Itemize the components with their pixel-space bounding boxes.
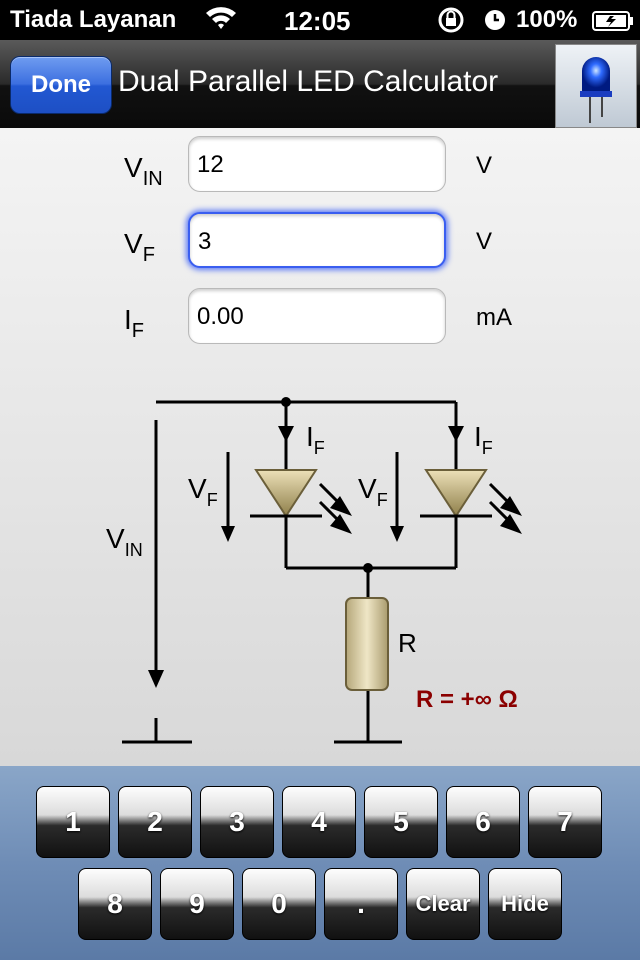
battery-icon [592, 10, 634, 38]
clock: 12:05 [284, 6, 351, 36]
diagram-vin-label: VIN [106, 523, 143, 560]
led-symbol-2 [420, 469, 522, 534]
resistor-symbol [345, 597, 389, 691]
key-4[interactable]: 4 [282, 786, 356, 858]
key-9[interactable]: 9 [160, 868, 234, 940]
vin-unit: V [476, 152, 493, 179]
vin-input[interactable]: 12 [188, 136, 446, 192]
battery-percent: 100% [516, 6, 578, 33]
numeric-keypad: 1 2 3 4 5 6 7 8 9 0 . Clear Hide [0, 766, 640, 960]
navigation-bar: Done Dual Parallel LED Calculator [0, 40, 640, 129]
done-button[interactable]: Done [10, 56, 112, 114]
key-3[interactable]: 3 [200, 786, 274, 858]
page-title: Dual Parallel LED Calculator [118, 65, 499, 98]
led-symbol-1 [250, 469, 352, 534]
key-0[interactable]: 0 [242, 868, 316, 940]
led-icon[interactable] [555, 44, 637, 128]
vf-unit: V [476, 228, 493, 255]
carrier-label: Tiada Layanan [10, 6, 177, 33]
rotation-lock-icon [436, 6, 466, 41]
vf-label: VF [124, 228, 155, 266]
vin-label: VIN [124, 152, 163, 190]
clear-button[interactable]: Clear [406, 868, 480, 940]
resistance-result: R = +∞ Ω [416, 686, 518, 713]
calculator-form: VIN 12 V VF 3 V IF 0.00 mA [0, 128, 640, 766]
vf-input[interactable]: 3 [188, 212, 446, 268]
key-8[interactable]: 8 [78, 868, 152, 940]
key-7[interactable]: 7 [528, 786, 602, 858]
key-decimal[interactable]: . [324, 868, 398, 940]
if-input[interactable]: 0.00 [188, 288, 446, 344]
circuit-diagram: VIN VF VF IF IF R [106, 397, 522, 744]
status-bar: Tiada Layanan 12:05 100% [0, 0, 640, 40]
if-unit: mA [476, 304, 512, 331]
key-1[interactable]: 1 [36, 786, 110, 858]
key-2[interactable]: 2 [118, 786, 192, 858]
diagram-vf-label-1: VF [188, 473, 218, 510]
wifi-icon [204, 4, 238, 37]
diagram-r-label: R [398, 628, 417, 658]
diagram-if-label-2: IF [474, 421, 493, 458]
diagram-vf-label-2: VF [358, 473, 388, 510]
key-6[interactable]: 6 [446, 786, 520, 858]
diagram-if-label-1: IF [306, 421, 325, 458]
alarm-icon [483, 8, 507, 39]
if-label: IF [124, 304, 144, 342]
circuit-wires [122, 400, 458, 744]
key-5[interactable]: 5 [364, 786, 438, 858]
hide-keyboard-button[interactable]: Hide [488, 868, 562, 940]
